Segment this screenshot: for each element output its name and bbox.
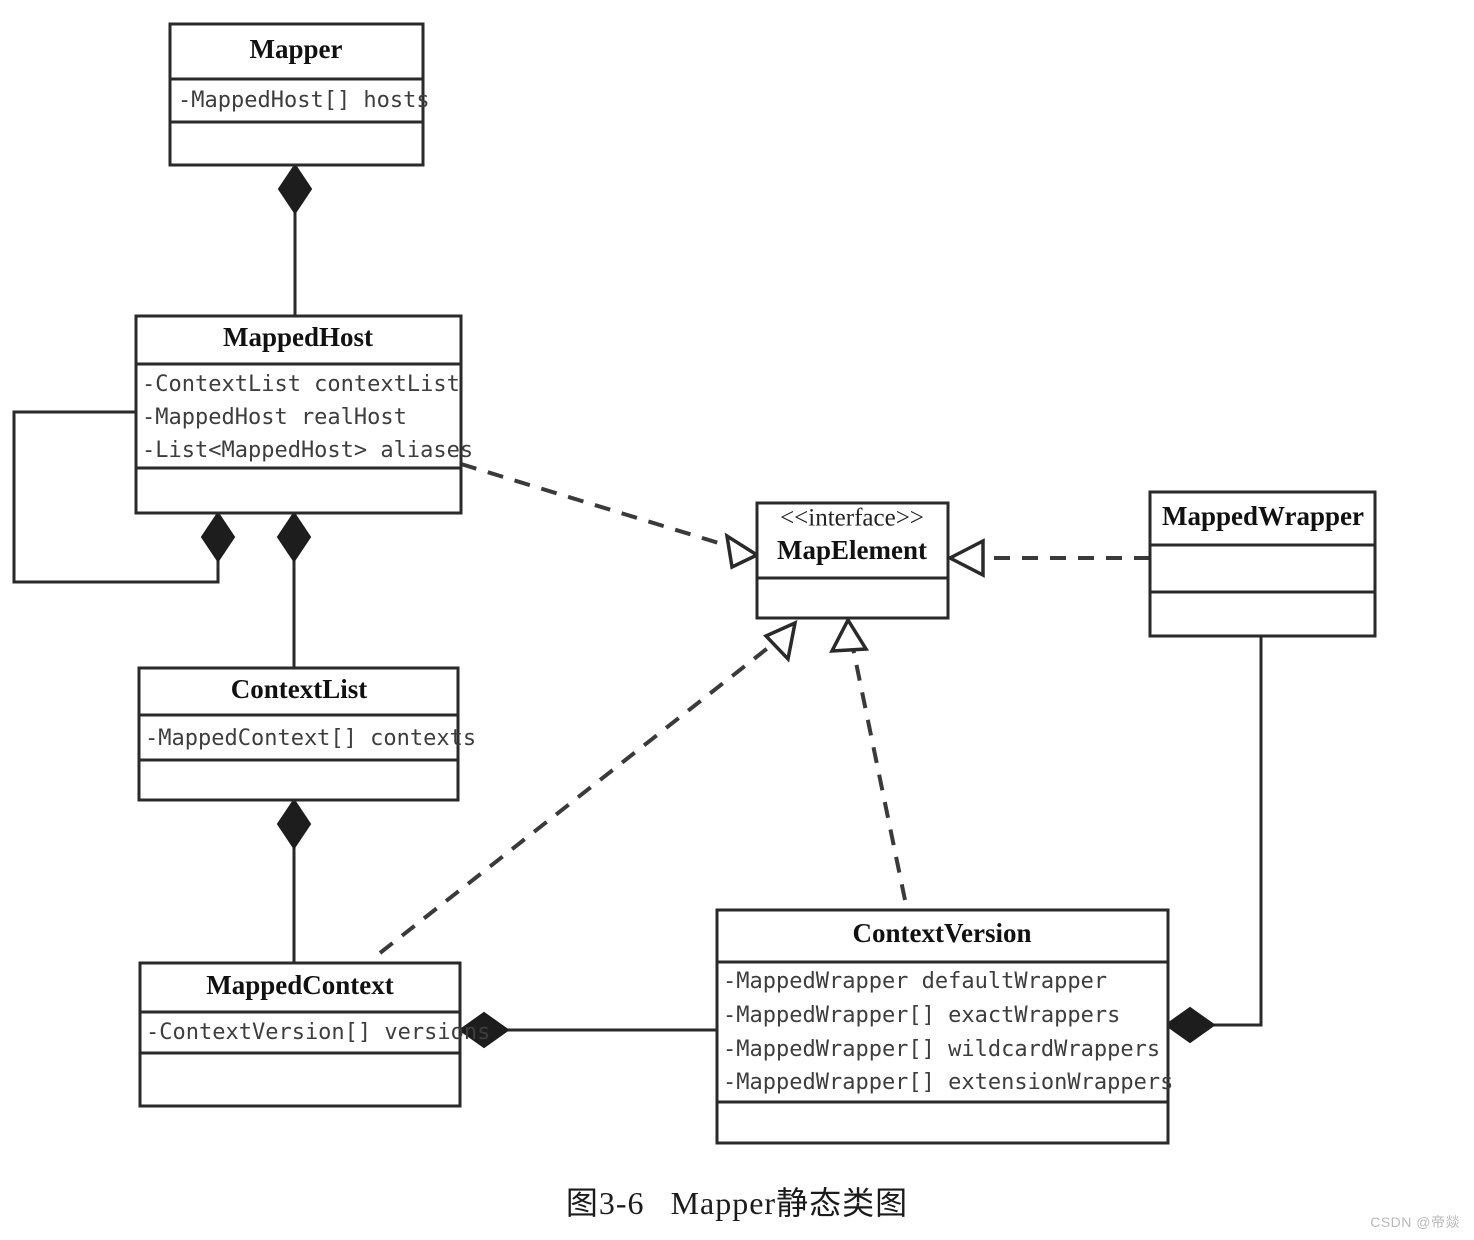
csdn-watermark: CSDN @帝燚: [1370, 1214, 1460, 1230]
figure-caption: 图3-6 Mapper静态类图: [0, 1178, 1474, 1224]
class-name-mappedhost: MappedHost: [223, 322, 373, 352]
class-name-contextversion: ContextVersion: [853, 918, 1032, 948]
edge-mappedcontext-contextversion: [458, 1011, 717, 1049]
edge-contextversion-mapelement-realization: [829, 616, 907, 901]
class-attribute: -MappedWrapper[] wildcardWrappers: [723, 1037, 1160, 1062]
edge-mapper-mappedhost: [277, 163, 313, 316]
edge-contextlist-mappedcontext: [276, 798, 312, 963]
class-name-contextlist: ContextList: [231, 674, 368, 704]
class-stereotype-mapelement: <<interface>>: [780, 505, 924, 532]
class-attribute: -MappedHost[] hosts: [178, 88, 430, 113]
class-attribute: -ContextList contextList: [142, 372, 460, 397]
class-attribute: -MappedWrapper defaultWrapper: [723, 969, 1107, 994]
edge-mappedwrapper-mapelement-realization: [946, 538, 1150, 578]
edge-mappedhost-self: [12, 410, 236, 584]
figure-title: Mapper静态类图: [670, 1185, 909, 1221]
class-box-mappedwrapper[interactable]: MappedWrapper: [1148, 490, 1377, 638]
class-attribute: -MappedWrapper[] exactWrappers: [723, 1003, 1120, 1028]
class-name-mappedcontext: MappedContext: [206, 970, 394, 1000]
class-attribute: -MappedContext[] contexts: [145, 726, 476, 751]
class-box-mappedcontext[interactable]: MappedContext -ContextVersion[] versions: [138, 961, 490, 1108]
edge-contextversion-mappedwrapper: [1164, 636, 1263, 1044]
edge-mappedhost-mapelement-realization: [460, 462, 761, 570]
class-box-contextversion[interactable]: ContextVersion -MappedWrapper defaultWra…: [715, 908, 1173, 1145]
class-box-contextlist[interactable]: ContextList -MappedContext[] contexts: [137, 666, 476, 802]
class-box-mapelement[interactable]: <<interface>> MapElement: [755, 501, 950, 620]
class-attribute: -MappedWrapper[] extensionWrappers: [723, 1070, 1173, 1095]
class-name-mapelement: MapElement: [777, 535, 927, 565]
edge-mappedcontext-mapelement-realization: [378, 620, 798, 955]
class-name-mappedwrapper: MappedWrapper: [1162, 501, 1364, 531]
class-attribute: -MappedHost realHost: [142, 405, 407, 430]
figure-number: 图3-6: [565, 1185, 645, 1221]
class-box-mapper[interactable]: Mapper -MappedHost[] hosts: [168, 22, 430, 167]
class-name-mapper: Mapper: [250, 34, 343, 64]
edge-mappedhost-contextlist: [276, 511, 312, 668]
class-attribute: -List<MappedHost> aliases: [142, 438, 473, 463]
class-box-mappedhost[interactable]: MappedHost -ContextList contextList -Map…: [134, 314, 473, 515]
class-attribute: -ContextVersion[] versions: [146, 1020, 490, 1045]
